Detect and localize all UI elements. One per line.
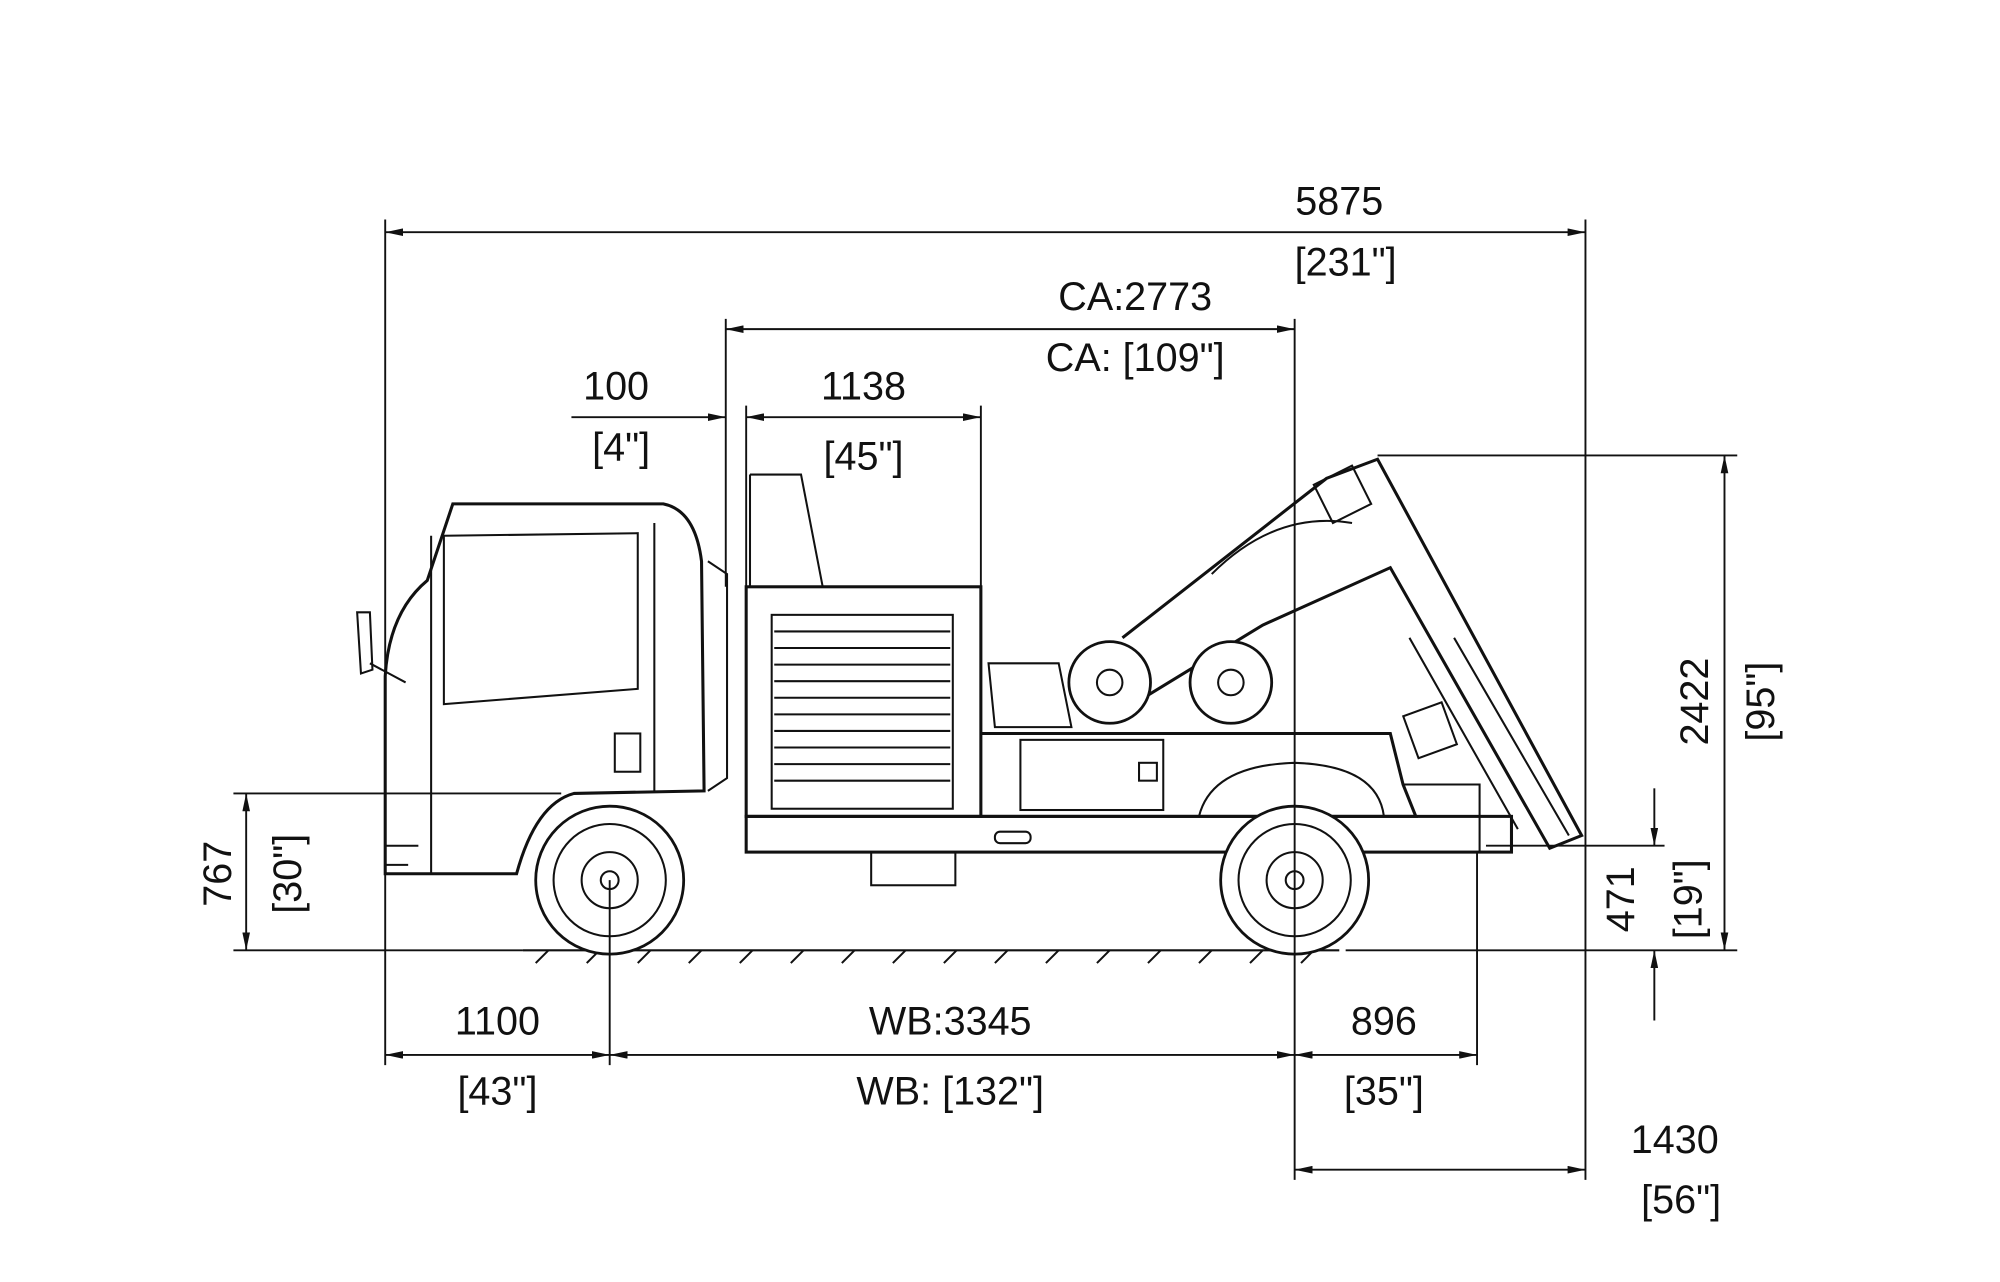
arm-clearance-in: [19"] [1667, 859, 1711, 939]
cab-gap-in: [4"] [592, 426, 650, 470]
dimension-labels: 5875 [231"] CA:2773 CA: [109"] 100 [4"] … [196, 179, 1783, 1222]
front-overhang-mm: 1100 [455, 999, 540, 1043]
wheelbase-mm: WB:3345 [869, 999, 1032, 1043]
arm-clearance-mm: 471 [1599, 866, 1643, 932]
toolbox-length-mm: 1138 [821, 364, 906, 408]
hook-arm [1121, 457, 1584, 851]
ground-line [522, 949, 1340, 964]
rear-to-arm-in: [56"] [1641, 1178, 1721, 1222]
frame-height-in: [30"] [266, 834, 310, 914]
front-overhang-in: [43"] [457, 1070, 537, 1114]
cab-to-axle-mm: CA:2773 [1058, 275, 1212, 319]
rear-overhang-in: [35"] [1344, 1070, 1424, 1114]
overall-height-in: [95"] [1739, 662, 1783, 742]
rear-to-arm-mm: 1430 [1631, 1118, 1719, 1162]
extension-lines [233, 219, 1738, 1180]
overall-height-mm: 2422 [1673, 658, 1717, 746]
wheelbase-in: WB: [132"] [856, 1070, 1044, 1114]
toolbox-body [744, 473, 1514, 887]
toolbox-length-in: [45"] [824, 434, 904, 478]
frame-height-mm: 767 [196, 841, 240, 907]
cab [356, 502, 729, 876]
overall-length-mm: 5875 [1295, 179, 1383, 223]
cab-to-axle-in: CA: [109"] [1046, 336, 1225, 380]
side-box [980, 731, 1481, 854]
sheave-wheels [987, 640, 1274, 729]
truck-side-view [356, 457, 1584, 964]
overall-length-in: [231"] [1295, 241, 1397, 285]
cab-gap-mm: 100 [583, 364, 649, 408]
dimension-lines [242, 228, 1729, 1174]
rear-overhang-mm: 896 [1351, 999, 1417, 1043]
